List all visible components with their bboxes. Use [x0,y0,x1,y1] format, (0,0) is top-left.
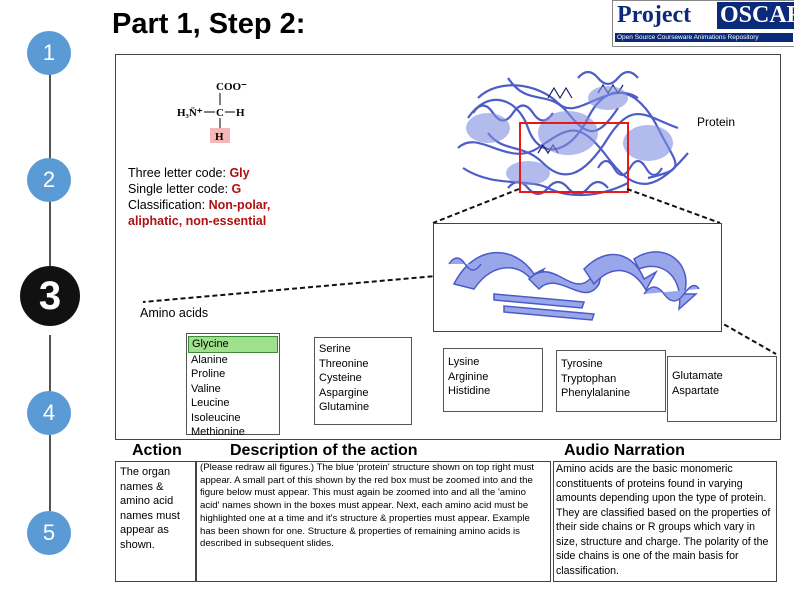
timeline-line [49,198,51,268]
svg-text:H: H [215,131,224,143]
amino-acid-item[interactable]: Methionine [191,426,245,438]
classification: Non-polar, [208,198,271,212]
description-header: Description of the action [230,442,418,459]
amino-acid-item[interactable]: Tyrosine [561,358,603,370]
zoom-region-box [519,122,629,193]
action-header: Action [132,442,182,459]
three-letter-code: Gly [229,166,250,180]
amino-acid-group-1: Glycine Alanine Proline Valine Leucine I… [186,333,280,438]
page-title: Part 1, Step 2: [112,8,306,40]
description-box [196,461,551,582]
amino-acid-item[interactable]: Isoleucine [191,411,241,424]
description-text: (Please redraw all figures.) The blue 'p… [200,462,535,550]
amino-acid-item[interactable]: Proline [191,368,226,380]
amino-acid-item-glycine[interactable]: Glycine [188,336,278,353]
amino-acid-item[interactable]: Glutamine [319,401,370,413]
amino-acid-item[interactable]: Aspargine [319,386,369,399]
svg-text:C: C [216,107,224,119]
amino-acid-item[interactable]: Lysine [448,356,480,368]
svg-text:H: H [236,107,245,119]
single-letter-code: G [231,182,242,196]
amino-acid-item[interactable]: Serine [319,343,351,355]
audio-box [553,461,777,582]
action-box [115,461,196,582]
svg-text:COO⁻: COO⁻ [216,81,247,93]
amino-acid-item[interactable]: Threonine [319,357,369,370]
amino-acid-group-2: Serine Threonine Cysteine Aspargine Glut… [314,337,412,425]
glycine-structure: COO⁻ H₃N̈⁺ C H H [177,81,247,143]
amino-acid-item[interactable]: Glutamate [672,370,723,382]
step-1[interactable]: 1 [27,31,71,75]
amino-acid-item[interactable]: Alanine [191,353,228,366]
amino-acid-item[interactable]: Phenylalanine [561,387,631,399]
amino-acid-group-5: Glutamate Aspartate [667,356,777,422]
amino-acid-info: Three letter code: Gly Single letter cod… [128,166,271,228]
content-frame [115,54,781,440]
amino-acid-item[interactable]: Valine [191,382,221,395]
amino-acid-item[interactable]: Histidine [448,385,491,397]
audio-header: Audio Narration [564,442,685,459]
step-4[interactable]: 4 [27,391,71,435]
amino-acids-label: Amino acids [140,306,209,320]
audio-text: Amino acids are the basic monomeric cons… [556,463,771,577]
timeline-line [49,335,51,397]
protein-label: Protein [697,115,736,129]
step-3-current[interactable]: 3 [20,266,80,326]
amino-acid-group-3: Lysine Arginine Histidine [443,348,543,412]
action-text: The organ names & amino acid names must … [120,466,180,551]
timeline-line [49,70,51,170]
zoomed-protein-image [433,223,722,332]
step-2[interactable]: 2 [27,158,71,202]
amino-acid-item[interactable]: Arginine [448,370,489,383]
amino-acid-group-4: Tyrosine Tryptophan Phenylalanine [556,350,666,412]
svg-text:H₃N̈⁺: H₃N̈⁺ [177,106,203,119]
amino-acid-item[interactable]: Tryptophan [561,372,617,385]
amino-acid-item[interactable]: Cysteine [319,372,362,384]
amino-acid-item[interactable]: Aspartate [672,384,720,397]
step-5[interactable]: 5 [27,511,71,555]
timeline-line [49,435,51,511]
project-oscar-logo: Project OSCAR Open Source Courseware Ani… [612,0,794,47]
amino-acid-item[interactable]: Leucine [191,397,230,409]
